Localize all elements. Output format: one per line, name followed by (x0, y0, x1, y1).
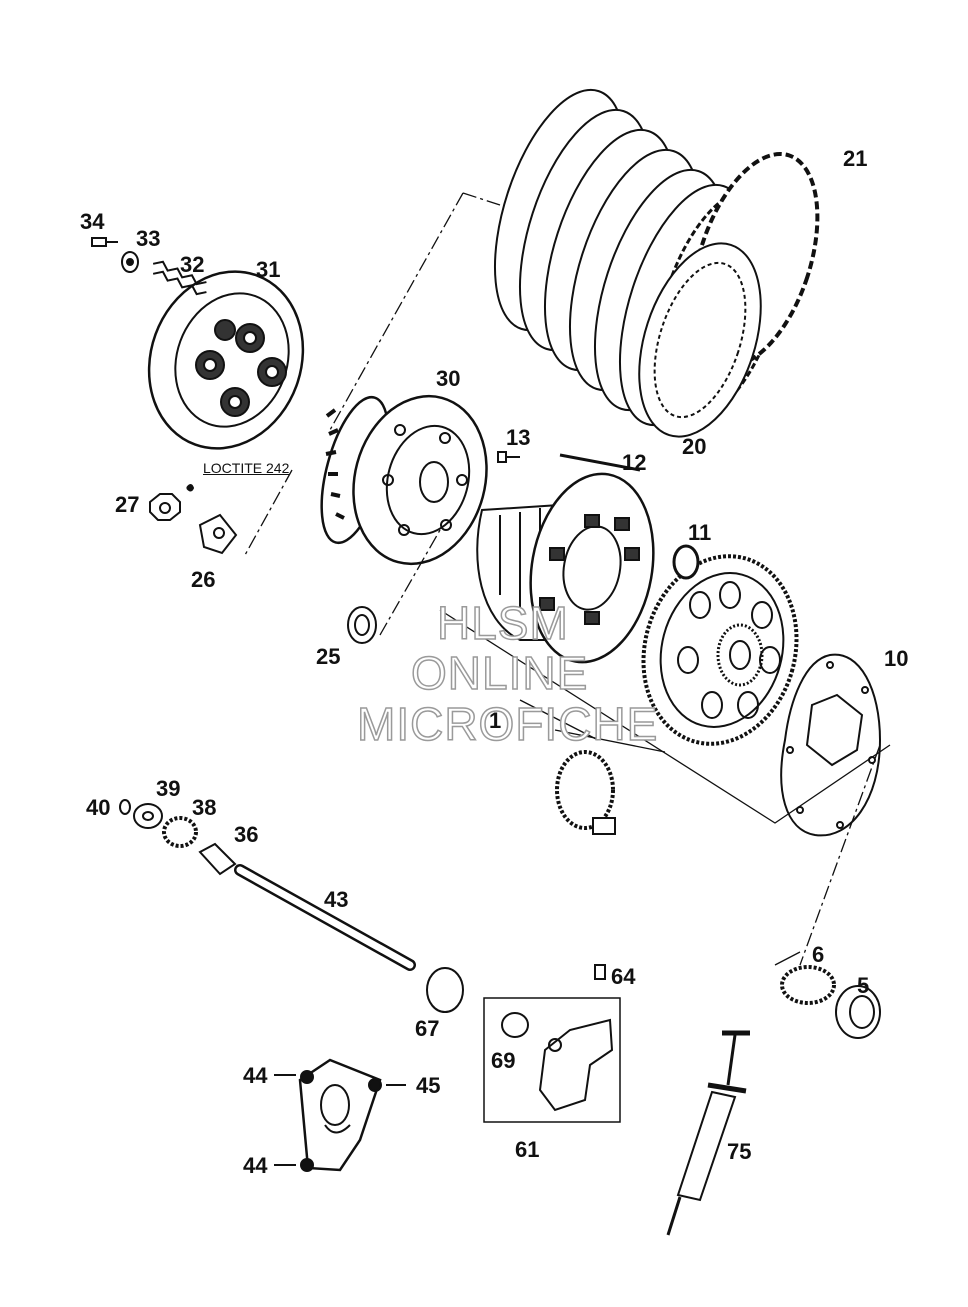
part-label-36: 36 (234, 822, 259, 847)
part-label-61: 61 (515, 1137, 540, 1162)
part-label-44-bottom: 44 (243, 1153, 268, 1178)
part-label-25: 25 (316, 644, 341, 669)
part-label-44-top: 44 (243, 1063, 268, 1088)
syringe-drawing (666, 1030, 750, 1236)
watermark-line-2: ONLINE (410, 646, 589, 700)
primary-gear-drawing (641, 554, 799, 746)
watermark-line-1: HLSM (436, 596, 569, 650)
spring-drawing (152, 260, 207, 296)
part-label-21: 21 (843, 146, 868, 171)
part-label-64: 64 (611, 964, 636, 989)
part-label-67: 67 (415, 1016, 440, 1041)
part-label-10: 10 (884, 646, 909, 671)
assembly-lines (244, 192, 881, 966)
part-label-32: 32 (180, 252, 205, 277)
part-label-31: 31 (256, 257, 281, 282)
part-label-39: 39 (156, 776, 181, 801)
part-label-69: 69 (491, 1048, 516, 1073)
clutch-basket-drawing (476, 453, 655, 664)
part-label-1: 1 (489, 708, 502, 733)
part-label-12: 12 (622, 450, 647, 475)
slave-cylinder-cover-drawing (298, 1058, 382, 1172)
part-label-45: 45 (416, 1073, 441, 1098)
part-label-20: 20 (682, 434, 707, 459)
part-label-38: 38 (192, 795, 217, 820)
part-label-27: 27 (115, 492, 140, 517)
inner-hub-drawing (320, 394, 488, 566)
watermark-line-3: MICROFICHE (356, 697, 659, 751)
clutch-discs-drawing (493, 88, 820, 438)
part-label-11: 11 (688, 520, 712, 545)
part-label-33: 33 (136, 226, 161, 251)
pressure-plate-drawing (147, 270, 305, 450)
part-label-30: 30 (436, 366, 461, 391)
part-label-26: 26 (191, 567, 216, 592)
part-label-5: 5 (857, 973, 870, 998)
part-label-34: 34 (80, 209, 105, 234)
part-label-43: 43 (324, 887, 349, 912)
loctite-note: LOCTITE 242 (203, 460, 290, 476)
part-label-6: 6 (812, 942, 825, 967)
part-label-75: 75 (727, 1139, 752, 1164)
part-label-13: 13 (506, 425, 531, 450)
part-label-40: 40 (86, 795, 111, 820)
